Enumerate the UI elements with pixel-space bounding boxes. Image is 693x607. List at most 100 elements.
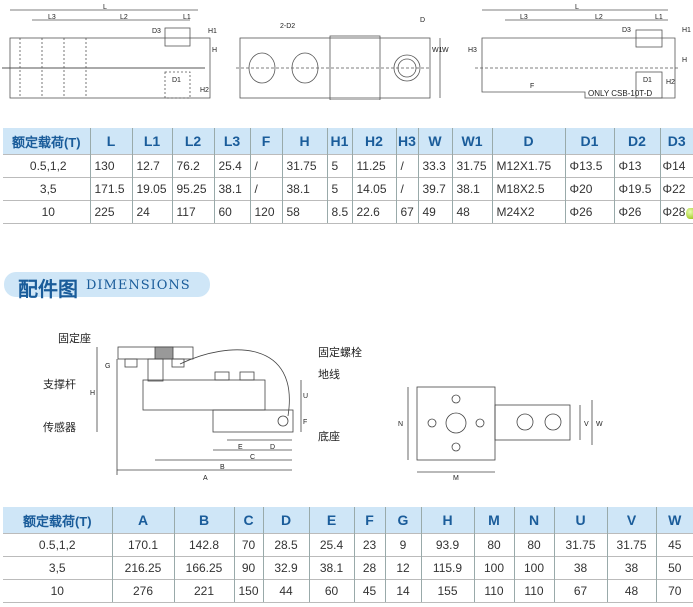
table-cell: 0.5,1,2 [3, 154, 90, 178]
table-cell: 10 [3, 579, 112, 603]
column-header: C [233, 507, 263, 534]
column-header: 额定载荷(T) [3, 507, 112, 534]
column-header: W [417, 128, 452, 155]
table-cell: 31.75 [553, 533, 607, 557]
table-cell: 80 [513, 533, 554, 557]
table-cell: 117 [171, 200, 214, 224]
table-cell: 115.9 [420, 556, 474, 580]
table-cell: Φ20 [564, 177, 614, 201]
table-cell: 19.05 [131, 177, 172, 201]
column-header: U [553, 507, 607, 534]
table-cell: 44 [262, 579, 309, 603]
column-header: L [89, 128, 132, 155]
table-cell: / [249, 177, 282, 201]
table-cell: Φ14 [659, 154, 693, 178]
table-cell: 70 [233, 533, 263, 557]
dim-label: H [682, 57, 687, 64]
dim-label: L3 [520, 14, 528, 21]
dim-label: L2 [120, 14, 128, 21]
table-cell: 67 [553, 579, 607, 603]
table-cell: 5 [326, 177, 352, 201]
column-header: D2 [613, 128, 660, 155]
table-cell: M12X1.75 [491, 154, 565, 178]
dim-label: H1 [682, 27, 691, 34]
dim-label: L2 [595, 14, 603, 21]
table-cell: 28.5 [262, 533, 309, 557]
column-header: D [262, 507, 309, 534]
dim-label: L1 [183, 14, 191, 21]
table-cell: 171.5 [89, 177, 132, 201]
table-cell: 31.75 [451, 154, 492, 178]
dim-label: H1 [208, 28, 217, 35]
table-cell: Φ13.5 [564, 154, 614, 178]
load-cell-side-view: L L3 L2 L1 D3 H1 H H2 D1 2-D2 D W1 W L L… [2, 4, 691, 100]
dim-label: L [575, 4, 579, 11]
column-header: D1 [564, 128, 614, 155]
table-cell: 70 [655, 579, 693, 603]
table-cell: 67 [395, 200, 418, 224]
column-header: G [384, 507, 421, 534]
table-cell: 276 [111, 579, 174, 603]
table-cell: 110 [473, 579, 514, 603]
table-cell: 12.7 [131, 154, 172, 178]
dim-label: H [90, 390, 95, 397]
dim-label: F [303, 419, 307, 426]
callout-ground-wire: 地线 [318, 367, 340, 381]
dim-label: D3 [152, 28, 161, 35]
table-cell: 22.6 [351, 200, 396, 224]
model-note: ONLY CSB-10T-D [588, 89, 652, 98]
column-header: H [420, 507, 474, 534]
dim-label: C [250, 454, 255, 461]
column-header: F [353, 507, 385, 534]
dim-label: W [442, 47, 449, 54]
callout-sensor: 传感器 [43, 421, 76, 434]
dim-label: V [584, 421, 589, 428]
table-cell: 60 [308, 579, 354, 603]
table-cell: 38.1 [281, 177, 327, 201]
column-header: W1 [451, 128, 492, 155]
table-cell: 80 [473, 533, 514, 557]
table-cell: 33.3 [417, 154, 452, 178]
column-header: L3 [213, 128, 250, 155]
dim-label: U [303, 393, 308, 400]
table-cell: M24X2 [491, 200, 565, 224]
column-header: D [491, 128, 565, 155]
section-header: 配件图 DIMENSIONS [4, 272, 210, 301]
table-cell: 120 [249, 200, 282, 224]
table-cell: 12 [384, 556, 421, 580]
table-cell: 58 [281, 200, 327, 224]
dim-label: H [212, 47, 217, 54]
column-header: H1 [326, 128, 352, 155]
table-cell: 0.5,1,2 [3, 533, 112, 557]
table-cell: 3,5 [3, 177, 90, 201]
column-header: 额定载荷(T) [3, 128, 90, 155]
table-cell: 39.7 [417, 177, 452, 201]
table-cell: / [395, 154, 418, 178]
dim-label: H2 [200, 87, 209, 94]
dim-label: G [105, 363, 110, 370]
callout-support-rod: 支撑杆 [43, 377, 76, 391]
table-cell: 23 [353, 533, 385, 557]
table-cell: / [395, 177, 418, 201]
dim-label: D [270, 444, 275, 451]
table-cell: 38.1 [451, 177, 492, 201]
table-cell: 45 [353, 579, 385, 603]
table-cell: 142.8 [173, 533, 234, 557]
table-cell: 93.9 [420, 533, 474, 557]
decorative-ball [686, 208, 693, 219]
dim-label: B [220, 464, 225, 471]
callout-fixed-seat: 固定座 [58, 331, 91, 345]
dim-label: W [596, 421, 603, 428]
table-cell: 155 [420, 579, 474, 603]
table-cell: 10 [3, 200, 90, 224]
table-cell: Φ19.5 [613, 177, 660, 201]
dim-label: D1 [172, 77, 181, 84]
table-cell: Φ26 [564, 200, 614, 224]
